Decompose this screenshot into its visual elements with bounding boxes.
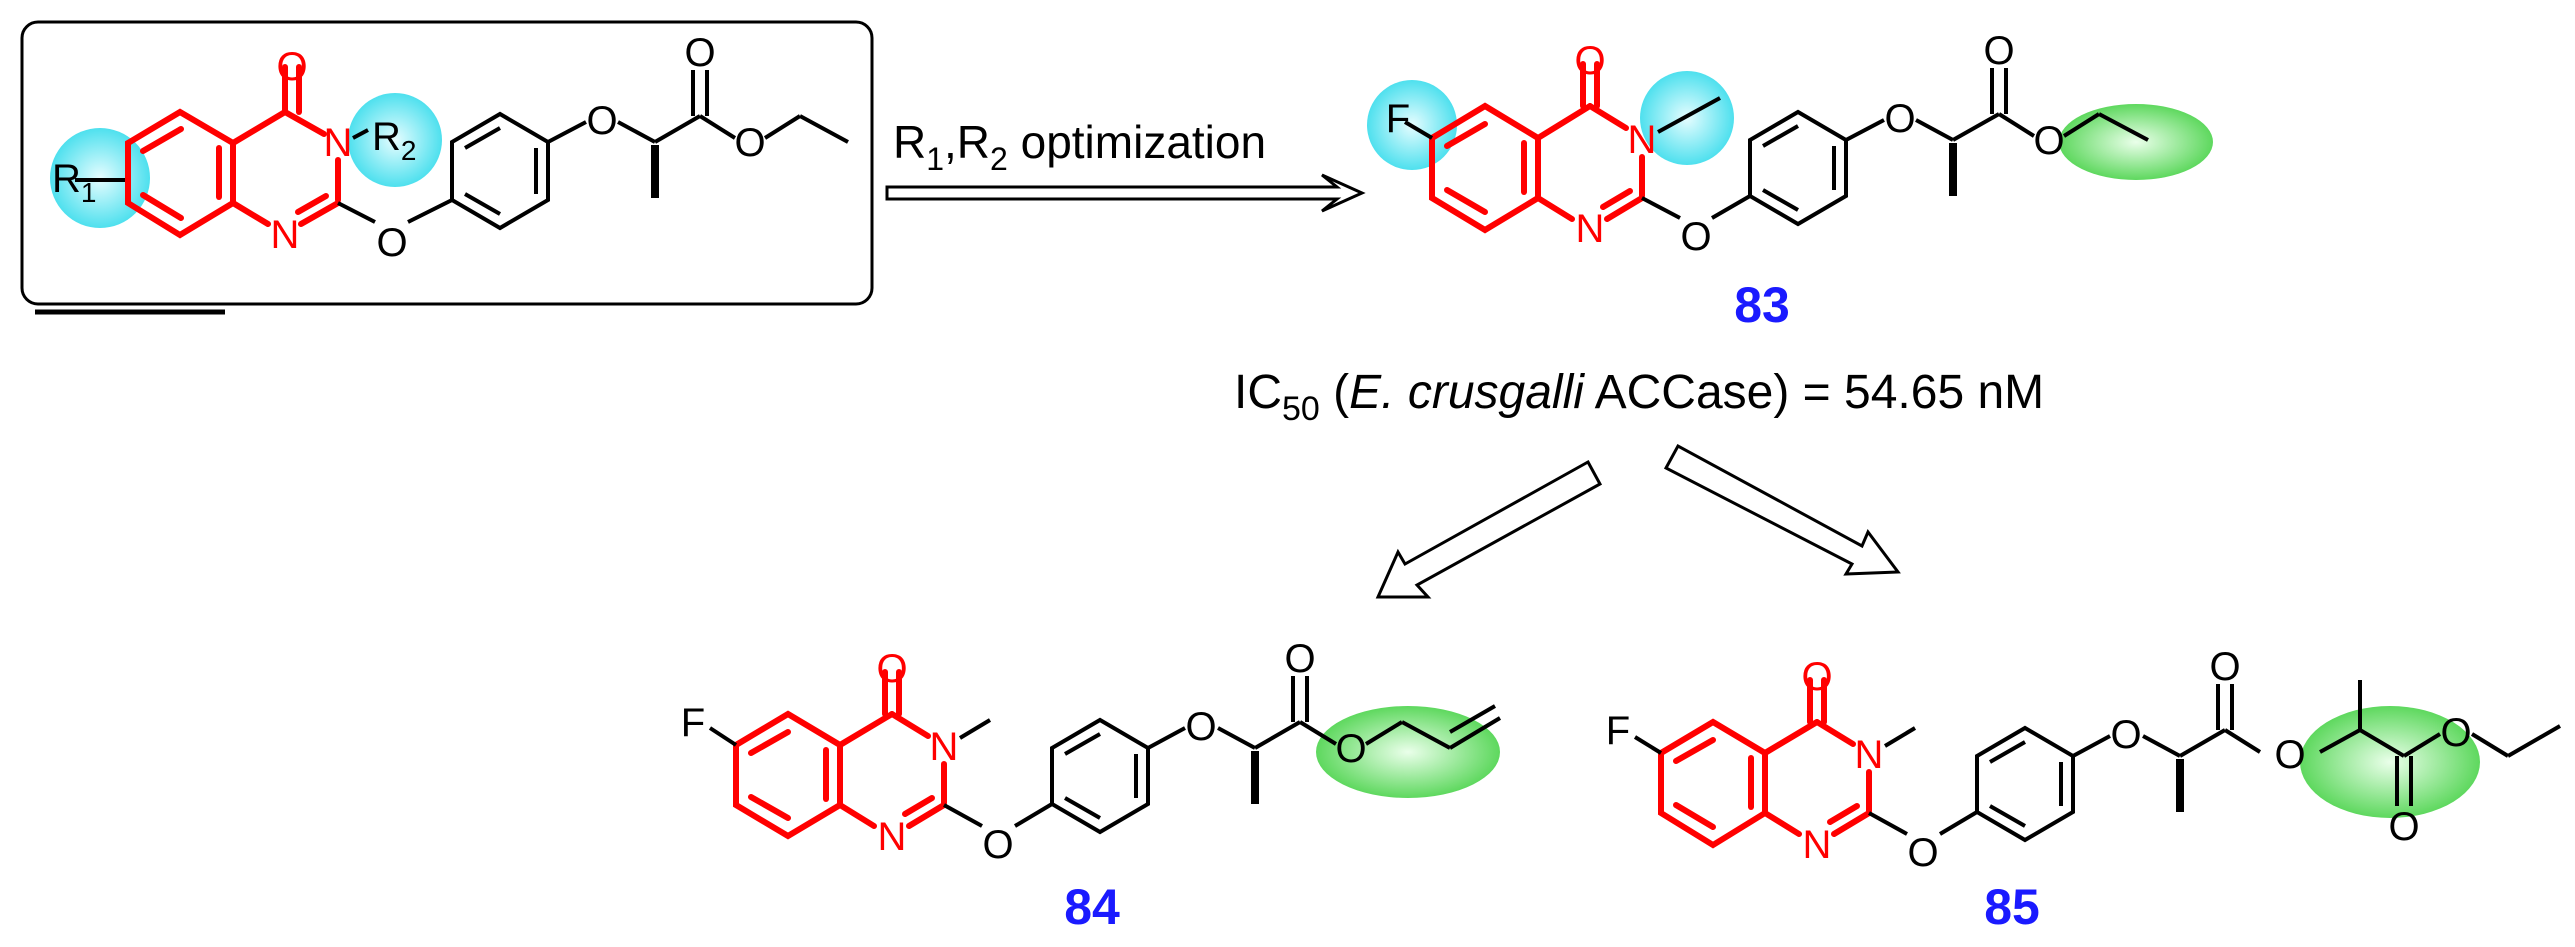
o-carbonyl-label: O	[1284, 637, 1315, 681]
arrow-to-85	[1663, 443, 1901, 576]
o-ether-label: O	[1907, 831, 1938, 875]
o-ester-label: O	[2274, 733, 2305, 777]
r2-label: R2	[372, 115, 416, 166]
n3-label: N	[930, 725, 959, 769]
carbonyl-o-label: O	[876, 647, 907, 691]
n1-label: N	[878, 815, 907, 859]
optimization-arrow: R1,R2 optimization	[885, 116, 1366, 213]
o-carbonyl-label: O	[1983, 29, 2014, 73]
o-ester-label: O	[734, 121, 765, 165]
n3-label: N	[324, 121, 353, 165]
o-ether-label: O	[376, 221, 407, 265]
r1-label: R1	[52, 157, 96, 208]
o-ether-label: O	[1680, 215, 1711, 259]
compound-84: F O N N O O O O 84	[681, 637, 1502, 935]
o-ester-label: O	[1335, 727, 1366, 771]
o-carbonyl-2-label: O	[2388, 805, 2419, 849]
o-carbonyl-label: O	[2209, 645, 2240, 689]
o-aryloxy-label: O	[1884, 97, 1915, 141]
o-ether-label: O	[982, 823, 1013, 867]
arrow-to-84	[1375, 459, 1603, 599]
compound-number-84: 84	[1064, 879, 1120, 935]
lead-structure: O N N O O O O R1 R2	[50, 31, 849, 265]
o-ester-2-label: O	[2440, 711, 2471, 755]
n1-label: N	[1803, 823, 1832, 867]
carbonyl-o-label: O	[1801, 655, 1832, 699]
n1-label: N	[1576, 207, 1605, 251]
carbonyl-o-label: O	[1574, 39, 1605, 83]
fluorine-label: F	[681, 701, 705, 745]
ester-highlight	[2059, 104, 2213, 180]
lactate-ester-highlight	[2300, 706, 2480, 818]
fluorine-label: F	[1606, 709, 1630, 753]
o-ester-label: O	[2033, 119, 2064, 163]
compound-number-83: 83	[1734, 277, 1790, 333]
o-carbonyl-label: O	[684, 31, 715, 75]
n1-label: N	[271, 213, 300, 257]
compound-number-85: 85	[1984, 879, 2040, 935]
ic50-value-text: IC50 (E. crusgalli ACCase) = 54.65 nM	[1234, 366, 2044, 428]
o-aryloxy-label: O	[586, 99, 617, 143]
carbonyl-o-label: O	[276, 45, 307, 89]
fluorine-label: F	[1386, 97, 1410, 141]
compound-85: F O N N O O O O O O 85	[1606, 645, 2561, 935]
n3-label: N	[1855, 733, 1884, 777]
o-aryloxy-label: O	[1185, 705, 1216, 749]
compound-83: F O N N O O O O 83	[1367, 29, 2213, 333]
o-aryloxy-label: O	[2110, 713, 2141, 757]
lead-structure-box	[20, 20, 874, 315]
r2-highlight	[348, 93, 442, 187]
optimization-arrow-label: R1,R2 optimization	[893, 116, 1266, 177]
n3-label: N	[1628, 118, 1657, 162]
